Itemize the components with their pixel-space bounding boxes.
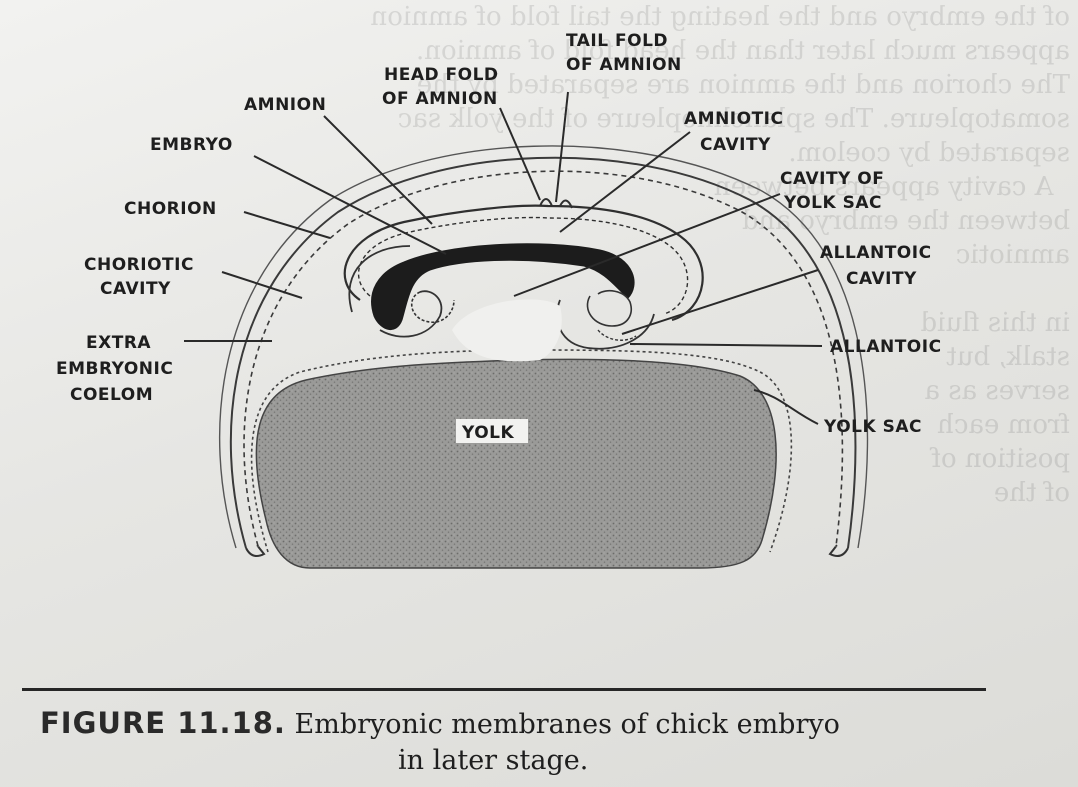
- caption-rule: [22, 688, 986, 691]
- label-yolk-sac: YOLK SAC: [823, 417, 922, 437]
- caption-text-line2: in later stage.: [40, 744, 1000, 778]
- label-extra-3: COELOM: [70, 385, 153, 405]
- leader-head-fold: [500, 108, 540, 200]
- label-amniotic-cavity-2: CAVITY: [700, 135, 771, 155]
- label-extra-1: EXTRA: [86, 333, 151, 353]
- label-amnion: AMNION: [244, 95, 326, 115]
- leader-allantoic: [630, 344, 822, 346]
- label-amniotic-cavity-1: AMNIOTIC: [684, 109, 783, 129]
- label-chorion: CHORION: [124, 199, 217, 219]
- chick-embryo-membranes-diagram: TAIL FOLD OF AMNION HEAD FOLD OF AMNION …: [0, 0, 1078, 700]
- label-allantoic-cavity-1: ALLANTOIC: [820, 243, 932, 263]
- leader-allantoic-cavity: [622, 270, 818, 334]
- figure-caption: FIGURE 11.18. Embryonic membranes of chi…: [40, 706, 1000, 778]
- label-extra-2: EMBRYONIC: [56, 359, 173, 379]
- label-allantoic: ALLANTOIC: [830, 337, 942, 357]
- chorion-right-fold: [830, 546, 848, 556]
- label-head-fold-2: OF AMNION: [382, 89, 498, 109]
- yolk-sac-cavity: [452, 299, 562, 361]
- label-cavity-yolk-sac-2: YOLK SAC: [783, 193, 882, 213]
- label-yolk: YOLK: [461, 423, 514, 443]
- head-loop-inner: [412, 292, 454, 322]
- leader-embryo: [254, 156, 446, 254]
- label-tail-fold-2: OF AMNION: [566, 55, 682, 75]
- label-choriotic-cavity-2: CAVITY: [100, 279, 171, 299]
- label-tail-fold-1: TAIL FOLD: [566, 31, 668, 51]
- leader-chorion: [244, 212, 330, 238]
- figure-number: FIGURE 11.18.: [40, 706, 286, 740]
- chorion-left-fold: [246, 546, 264, 556]
- tail-fold-loop: [557, 300, 654, 349]
- allantois-loop: [587, 291, 631, 326]
- label-head-fold-1: HEAD FOLD: [384, 65, 499, 85]
- label-embryo: EMBRYO: [150, 135, 233, 155]
- caption-text-line1: Embryonic membranes of chick embryo: [295, 709, 840, 740]
- label-allantoic-cavity-2: CAVITY: [846, 269, 917, 289]
- label-cavity-yolk-sac-1: CAVITY OF: [780, 169, 884, 189]
- yolk-mass: [256, 359, 776, 568]
- leader-tail-fold: [556, 92, 568, 202]
- label-choriotic-cavity-1: CHORIOTIC: [84, 255, 194, 275]
